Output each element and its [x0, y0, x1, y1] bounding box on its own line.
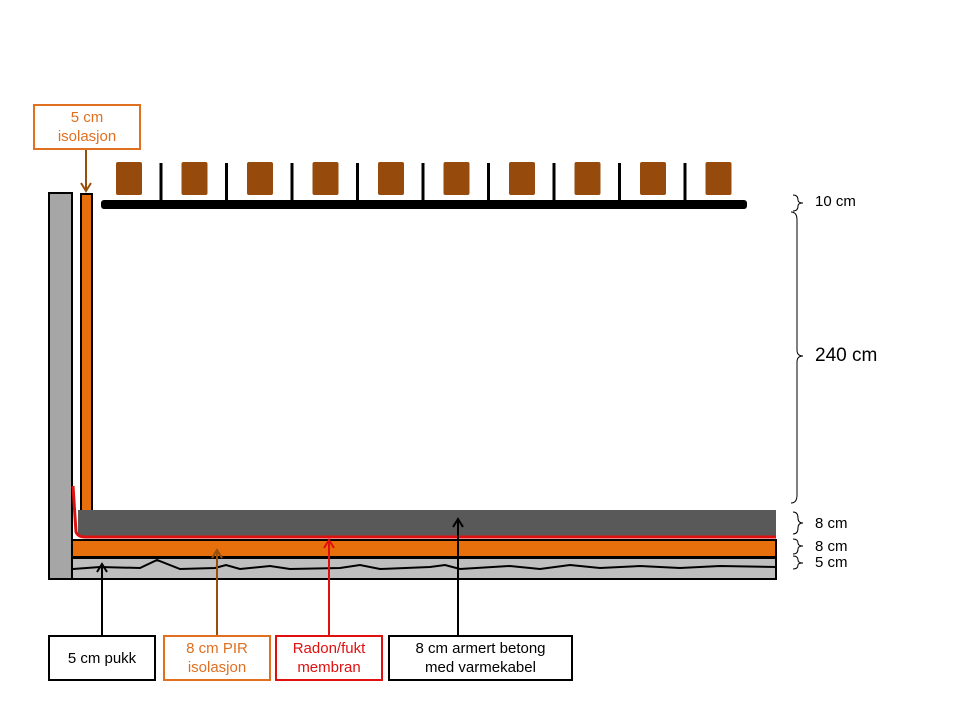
wood-block	[312, 162, 339, 195]
wood-block	[574, 162, 601, 195]
wood-block	[640, 162, 666, 195]
label-wall-insulation: 5 cm isolasjon	[33, 104, 141, 150]
wood-block	[509, 162, 535, 195]
wood-block	[181, 162, 208, 195]
membrane	[71, 485, 776, 539]
label-membrane: Radon/fukt membran	[275, 635, 383, 681]
wood-block	[116, 162, 142, 195]
dim-gravel: 5 cm	[815, 554, 848, 571]
wall-insulation	[80, 193, 93, 512]
dimension-braces	[790, 194, 804, 570]
label-gravel: 5 cm pukk	[48, 635, 156, 681]
gravel-layer	[71, 557, 777, 580]
label-pir-insulation: 8 cm PIR isolasjon	[163, 635, 271, 681]
pir-insulation	[71, 539, 777, 558]
label-concrete: 8 cm armert betong med varmekabel	[388, 635, 573, 681]
dim-pir: 8 cm	[815, 538, 848, 555]
wood-block	[705, 162, 732, 195]
wood-block	[378, 162, 404, 195]
concrete-slab	[78, 510, 776, 537]
dim-concrete: 8 cm	[815, 515, 848, 532]
leader-arrows	[80, 150, 464, 636]
wood-block	[247, 162, 273, 195]
wood-block	[443, 162, 470, 195]
ceiling-joists	[116, 162, 732, 202]
dim-height: 240 cm	[815, 345, 878, 366]
gravel-line	[72, 558, 777, 571]
dim-joist: 10 cm	[815, 193, 856, 210]
beam	[101, 200, 747, 209]
wall	[48, 192, 73, 580]
